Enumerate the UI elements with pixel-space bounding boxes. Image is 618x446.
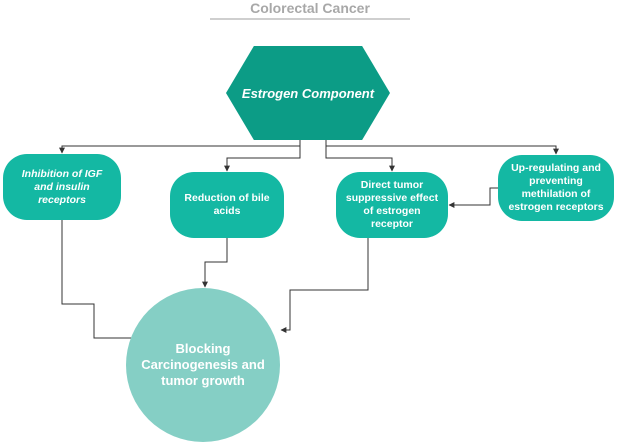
diagram-title: Colorectal Cancer — [210, 0, 410, 20]
blocking-carcinogenesis-node: Blocking Carcinogenesis and tumor growth — [126, 288, 280, 442]
arrow-branch-4-to-branch-3 — [448, 187, 498, 208]
estrogen-receptor-upregulation-node: Up-regulating and preventing methilation… — [498, 155, 614, 221]
estrogen-component-node: Estrogen Component — [226, 46, 390, 140]
arrow-root-to-branch-4 — [325, 140, 559, 155]
arrow-root-to-branch-2 — [224, 140, 301, 172]
tumor-suppressive-effect-node: Direct tumor suppressive effect of estro… — [336, 172, 448, 238]
igf-insulin-inhibition-node: Inhibition of IGF and insulin receptors — [3, 154, 121, 220]
arrow-root-to-branch-3 — [325, 140, 395, 172]
arrow-branch-1-to-outcome — [61, 220, 142, 341]
arrow-root-to-branch-1 — [59, 140, 301, 154]
bile-acid-reduction-node: Reduction of bile acids — [170, 172, 284, 238]
arrow-branch-2-to-outcome — [202, 238, 228, 288]
arrow-branch-3-to-outcome — [280, 238, 369, 333]
